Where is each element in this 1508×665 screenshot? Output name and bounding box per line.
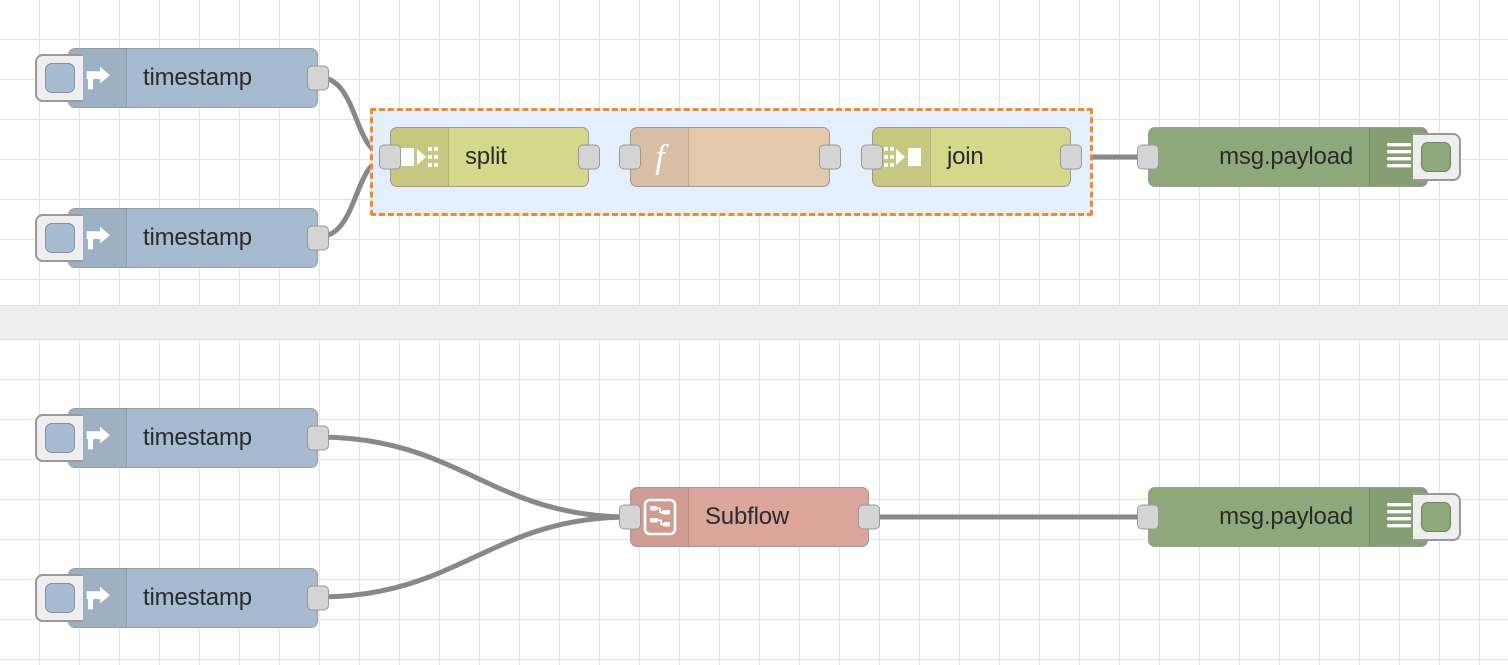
input-port[interactable] (619, 144, 641, 170)
node-label: timestamp (143, 424, 252, 451)
input-port[interactable] (1137, 144, 1159, 170)
flow-canvas-bottom[interactable]: timestamp timestamp (0, 340, 1508, 665)
debug-toggle-button[interactable] (1413, 133, 1461, 181)
flow-canvas-top[interactable]: timestamp timestamp (0, 0, 1508, 305)
wire-inject3-to-subflow (315, 434, 633, 520)
output-port[interactable] (819, 144, 841, 170)
node-debug-2[interactable]: msg.payload (1137, 487, 1461, 547)
output-port[interactable] (1060, 144, 1082, 170)
node-label: timestamp (143, 224, 252, 251)
node-split[interactable]: split (379, 127, 600, 187)
inject-button-swatch (45, 223, 75, 253)
inject-trigger-button[interactable] (35, 214, 83, 262)
node-label: split (465, 143, 507, 170)
inject-trigger-button[interactable] (35, 414, 83, 462)
node-function[interactable]: f (619, 127, 841, 187)
input-port[interactable] (861, 144, 883, 170)
node-label: msg.payload (1219, 143, 1353, 170)
output-port[interactable] (578, 144, 600, 170)
debug-button-swatch (1421, 142, 1451, 172)
input-port[interactable] (619, 504, 641, 530)
inject-trigger-button[interactable] (35, 574, 83, 622)
output-port[interactable] (307, 585, 329, 611)
inject-button-swatch (45, 423, 75, 453)
node-join[interactable]: join (861, 127, 1082, 187)
node-label (689, 128, 829, 186)
node-subflow[interactable]: Subflow (619, 487, 880, 547)
input-port[interactable] (379, 144, 401, 170)
node-inject-timestamp-3[interactable]: timestamp (35, 408, 329, 468)
node-label: join (947, 143, 984, 170)
inject-trigger-button[interactable] (35, 54, 83, 102)
wire-inject4-to-subflow (315, 514, 633, 600)
node-inject-timestamp-1[interactable]: timestamp (35, 48, 329, 108)
flow-tab-divider (0, 305, 1508, 340)
output-port[interactable] (307, 225, 329, 251)
debug-button-swatch (1421, 502, 1451, 532)
split-icon (391, 128, 449, 186)
output-port[interactable] (307, 425, 329, 451)
output-port[interactable] (307, 65, 329, 91)
svg-text:f: f (655, 139, 669, 176)
node-label: timestamp (143, 64, 252, 91)
node-debug-1[interactable]: msg.payload (1137, 127, 1461, 187)
inject-button-swatch (45, 63, 75, 93)
output-port[interactable] (858, 504, 880, 530)
node-inject-timestamp-2[interactable]: timestamp (35, 208, 329, 268)
debug-toggle-button[interactable] (1413, 493, 1461, 541)
inject-button-swatch (45, 583, 75, 613)
node-label: timestamp (143, 584, 252, 611)
node-inject-timestamp-4[interactable]: timestamp (35, 568, 329, 628)
input-port[interactable] (1137, 504, 1159, 530)
node-label: Subflow (705, 503, 789, 530)
node-label: msg.payload (1219, 503, 1353, 530)
